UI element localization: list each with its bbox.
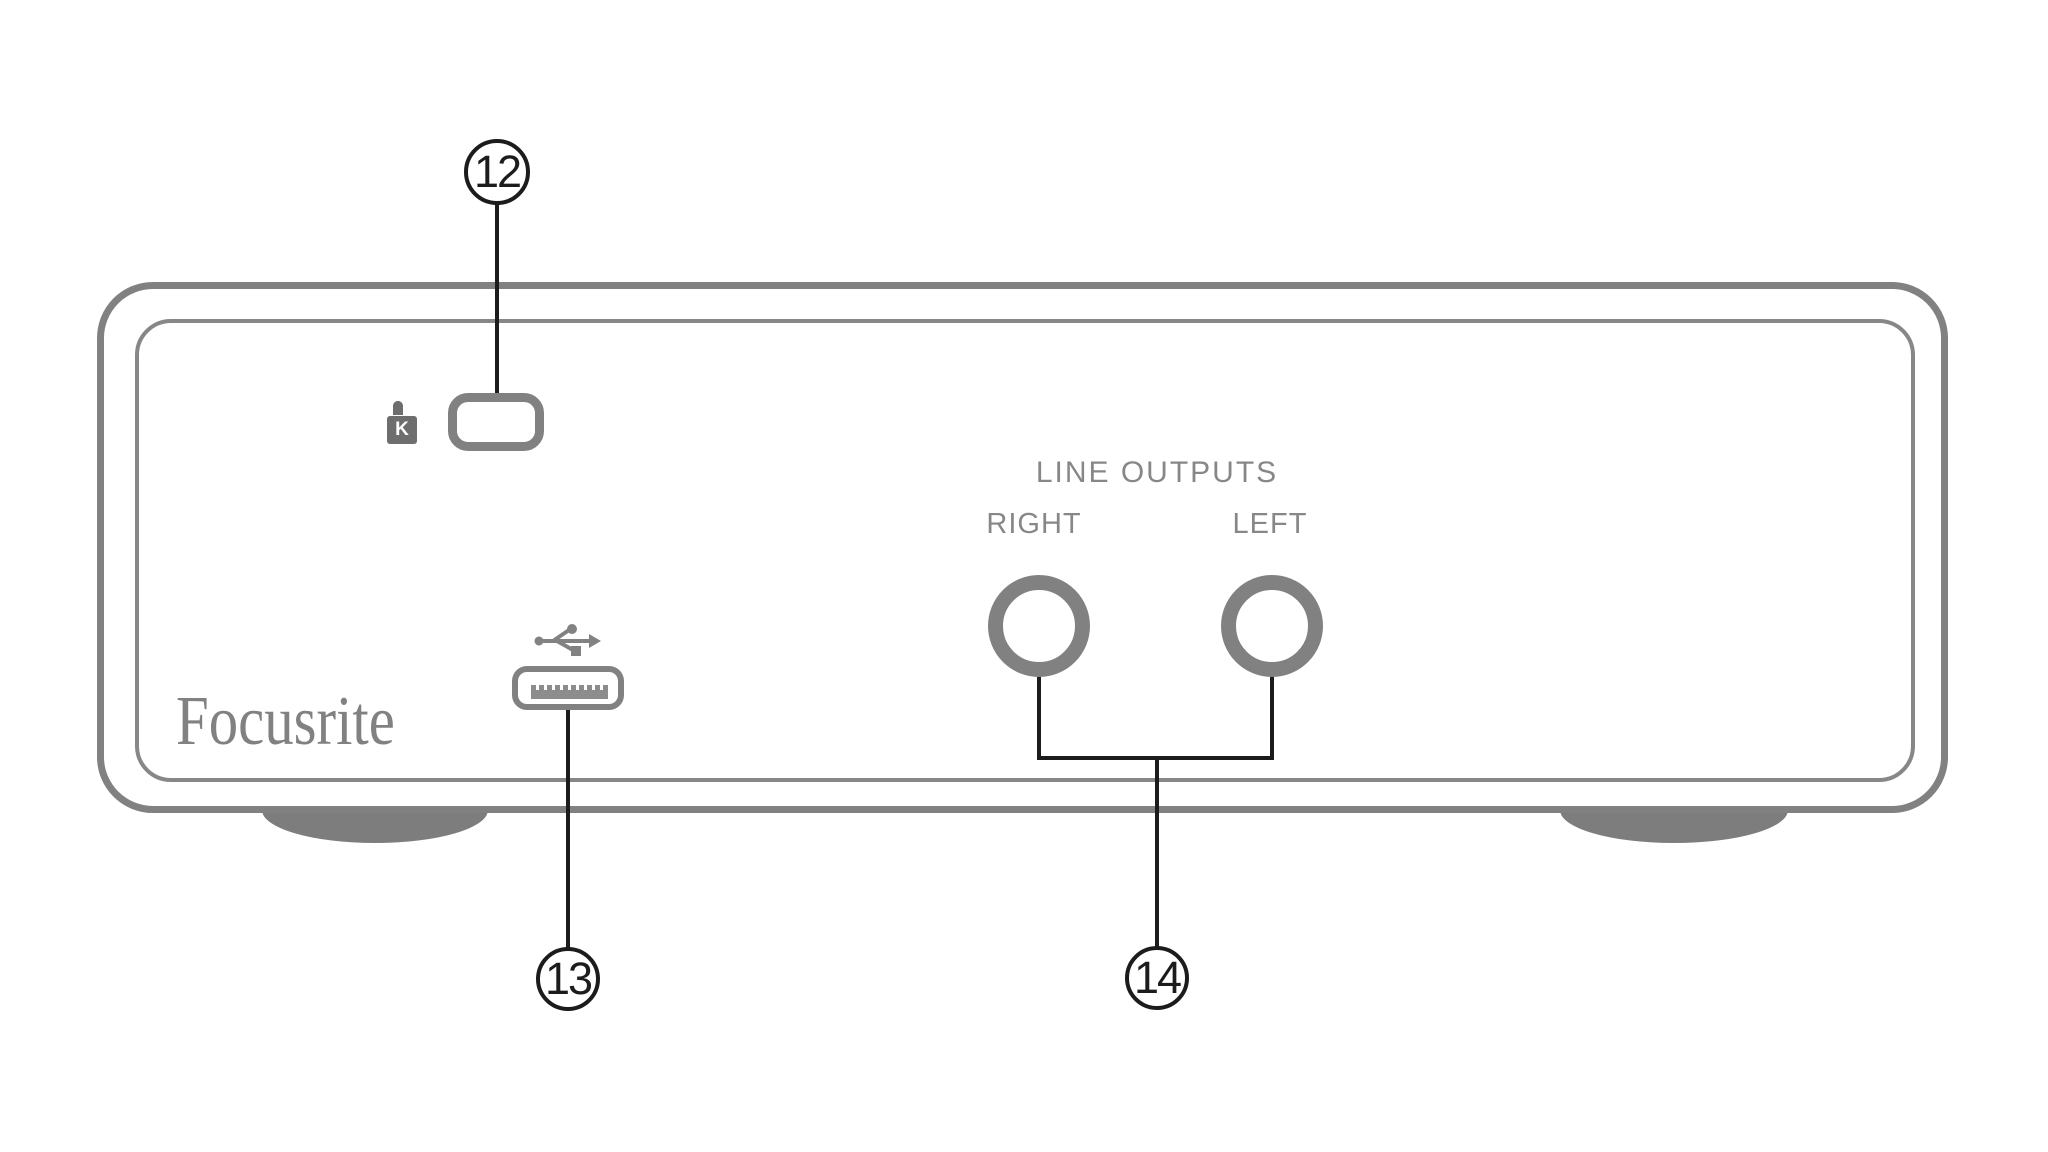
line-outputs-label: LINE OUTPUTS: [1035, 456, 1279, 489]
left-jack-leader-line: [1270, 672, 1274, 760]
left-output-label: LEFT: [1232, 508, 1308, 540]
callout-12-badge: 12: [464, 139, 530, 205]
usb-port-tongue: [531, 690, 608, 699]
callout-13-badge: 13: [536, 947, 600, 1011]
device-inner-outline: [135, 319, 1915, 782]
usb-port: [512, 666, 624, 710]
line-output-jack-right: [988, 575, 1090, 677]
callout-13-leader-line: [566, 706, 570, 948]
kensington-lock-icon-body: K: [387, 416, 417, 444]
device-outer-outline: [97, 282, 1948, 813]
callout-12-leader-line: [495, 202, 499, 398]
right-output-label: RIGHT: [986, 508, 1082, 540]
kensington-lock-icon: [393, 401, 403, 415]
device-foot-left: [262, 810, 488, 843]
line-output-jack-left: [1221, 575, 1323, 677]
kensington-lock-slot: [448, 393, 544, 451]
usb-icon: [534, 624, 601, 656]
callout-14-leader-line: [1155, 758, 1159, 948]
callout-14-badge: 14: [1125, 946, 1189, 1010]
usb-port-contacts: [531, 685, 608, 690]
focusrite-logo: Focusrite: [176, 683, 395, 760]
right-jack-leader-line: [1037, 672, 1041, 760]
device-foot-right: [1560, 810, 1788, 843]
